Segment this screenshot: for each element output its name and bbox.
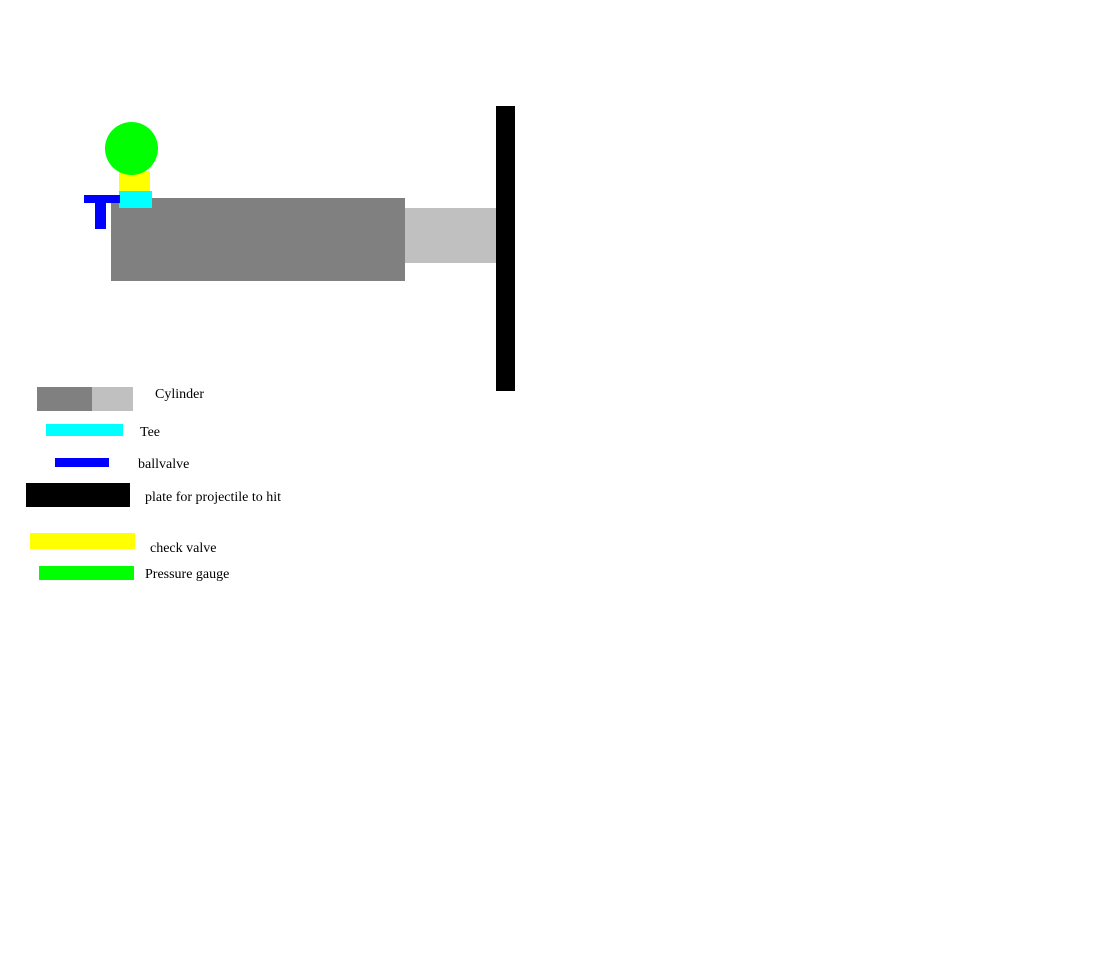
legend-swatch-ballvalve <box>55 458 109 467</box>
projectile-plate <box>496 106 515 391</box>
legend-swatch-plate <box>26 483 130 507</box>
legend-swatch-cylinder-rod <box>92 387 133 411</box>
legend-label-tee: Tee <box>140 425 161 440</box>
legend-label-ballvalve: ballvalve <box>138 457 190 472</box>
cylinder-rod <box>405 208 497 263</box>
legend-label-cylinder: Cylinder <box>155 387 204 402</box>
legend-swatch-pressure-gauge <box>39 566 134 580</box>
tee-fitting <box>119 191 152 208</box>
check-valve <box>119 171 150 193</box>
legend-swatch-tee <box>46 424 123 436</box>
cylinder-body <box>111 198 405 281</box>
legend-label-pressure-gauge: Pressure gauge <box>145 567 230 582</box>
legend-label-check-valve: check valve <box>150 541 217 556</box>
legend-swatch-check-valve <box>30 533 135 549</box>
legend-label-plate: plate for projectile to hit <box>145 490 282 505</box>
legend-swatch-cylinder-body <box>37 387 92 411</box>
ballvalve-stem <box>95 195 106 229</box>
pressure-gauge <box>105 122 158 175</box>
